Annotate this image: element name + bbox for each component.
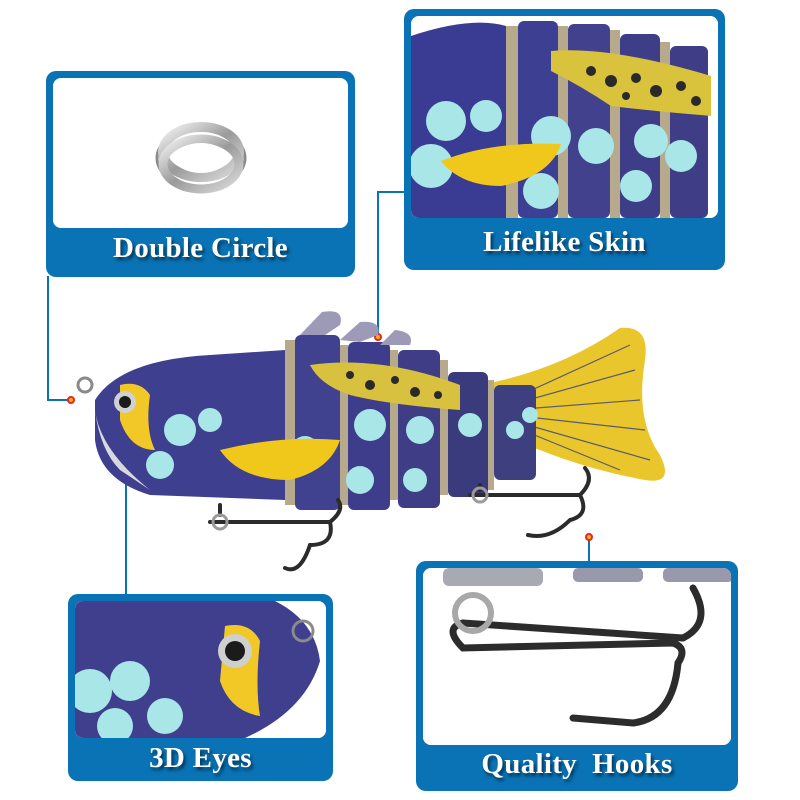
callout-image-frame: [411, 16, 718, 218]
skin-closeup-icon: [411, 16, 718, 218]
connector-double-circle-v: [47, 276, 49, 401]
callout-image-frame: [423, 568, 731, 745]
split-ring-icon: [155, 122, 247, 194]
connector-double-circle-h: [47, 399, 69, 401]
callout-label: Lifelike Skin: [483, 226, 646, 258]
marker-double-circle: [67, 396, 75, 404]
marker-quality-hooks: [585, 533, 593, 541]
callout-double-circle: Double Circle: [46, 71, 355, 277]
connector-lifelike-skin-v: [377, 191, 379, 334]
main-lure-image: [76, 311, 665, 572]
callout-image-frame: [53, 78, 348, 228]
callout-label: 3D Eyes: [149, 742, 252, 774]
treble-hook-icon: [423, 568, 731, 745]
connector-quality-hooks-v: [588, 538, 590, 562]
callout-3d-eyes: 3D Eyes: [68, 594, 333, 781]
callout-lifelike-skin: Lifelike Skin: [404, 9, 725, 270]
connector-lifelike-skin-h: [377, 191, 405, 193]
callout-quality-hooks: Quality Hooks: [416, 561, 738, 791]
connector-3d-eyes-v: [125, 425, 127, 595]
eye-closeup-icon: [75, 601, 326, 738]
callout-label: Double Circle: [113, 232, 288, 264]
callout-image-frame: [75, 601, 326, 738]
callout-label: Quality Hooks: [481, 748, 673, 780]
